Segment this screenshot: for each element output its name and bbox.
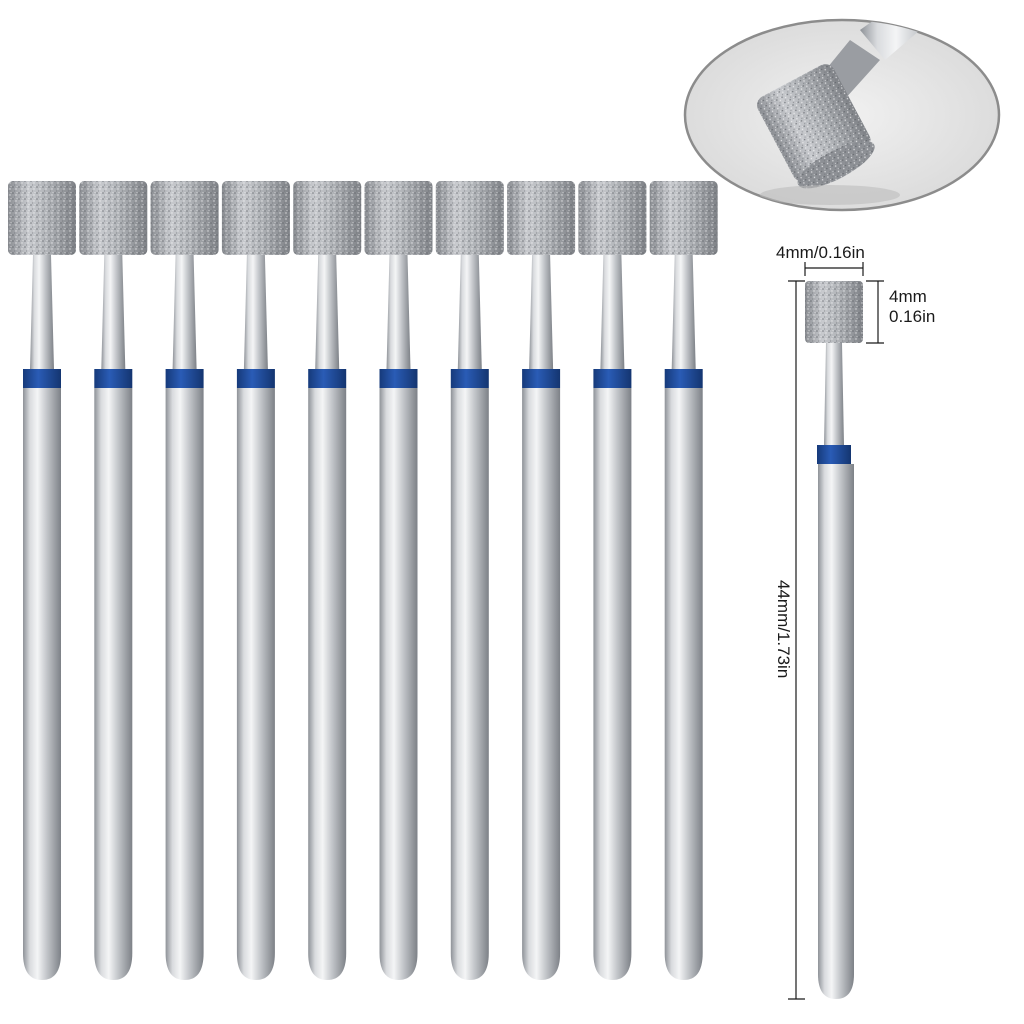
bur-shank [593, 388, 632, 953]
bur-band [308, 369, 347, 388]
bur-head-grit [507, 181, 576, 255]
bur-bit [364, 181, 433, 980]
bur-head-grit [364, 181, 433, 255]
bur-tip [522, 953, 561, 980]
bur-head-grit [578, 181, 647, 255]
bur-tip [94, 953, 133, 980]
bur-shank [94, 388, 133, 953]
bur-band [94, 369, 133, 388]
dimension-bit-head-grit [805, 281, 863, 343]
dimension-bit [805, 281, 863, 999]
bur-neck [386, 255, 411, 369]
bur-head-grit [221, 181, 290, 255]
bur-band [450, 369, 489, 388]
head-width-label: 4mm/0.16in [776, 243, 865, 262]
bur-tip [450, 953, 489, 980]
bur-neck [529, 255, 554, 369]
bur-bit [578, 181, 647, 980]
bur-tip [165, 953, 204, 980]
bur-head-grit [8, 181, 76, 255]
dimension-bit-neck [824, 343, 844, 445]
bur-neck [315, 255, 340, 369]
closeup-inset [683, 18, 1001, 212]
bur-head-grit [435, 181, 504, 255]
head-height-in: 0.16in [889, 307, 936, 326]
bur-head-grit [150, 181, 219, 255]
bur-band [165, 369, 204, 388]
bur-band [664, 369, 703, 388]
bur-tip [236, 953, 275, 980]
dimension-bit-shank [818, 464, 854, 974]
bur-bit [649, 181, 718, 980]
bur-shank [664, 388, 703, 953]
bur-neck [671, 255, 696, 369]
bur-shank [165, 388, 204, 953]
bur-bit [293, 181, 362, 980]
bur-tip [379, 953, 418, 980]
bur-bit [79, 181, 148, 980]
bur-neck [457, 255, 482, 369]
bur-neck [243, 255, 268, 369]
bit-row [8, 181, 718, 980]
bur-shank [522, 388, 561, 953]
bur-bit [507, 181, 576, 980]
bur-shank [308, 388, 347, 953]
total-length-label: 44mm/1.73in [774, 580, 793, 679]
bur-band [23, 369, 61, 388]
bur-head-grit [293, 181, 362, 255]
diamond-cylinder-bit-closeup-icon [757, 20, 955, 205]
bur-neck [101, 255, 126, 369]
bur-bit [221, 181, 290, 980]
bur-tip [664, 953, 703, 980]
bur-tip [308, 953, 347, 980]
bur-bit [150, 181, 219, 980]
bur-shank [379, 388, 418, 953]
dimension-lines [788, 262, 884, 1000]
bur-band [593, 369, 632, 388]
head-height-label: 4mm 0.16in [889, 287, 935, 327]
bur-shank [450, 388, 489, 953]
dimension-bit-band [817, 445, 851, 464]
dimension-bit-tip [818, 974, 854, 999]
bur-band [379, 369, 418, 388]
bur-band [522, 369, 561, 388]
bur-tip [23, 953, 61, 980]
bur-neck [172, 255, 197, 369]
bur-tip [593, 953, 632, 980]
bur-head-grit [649, 181, 718, 255]
bur-neck [30, 255, 54, 369]
bur-band [236, 369, 275, 388]
bur-shank [236, 388, 275, 953]
bur-neck [600, 255, 625, 369]
bur-shank [23, 388, 61, 953]
bur-bit [435, 181, 504, 980]
head-height-mm: 4mm [889, 287, 927, 306]
bur-bit [8, 181, 76, 980]
bur-head-grit [79, 181, 148, 255]
